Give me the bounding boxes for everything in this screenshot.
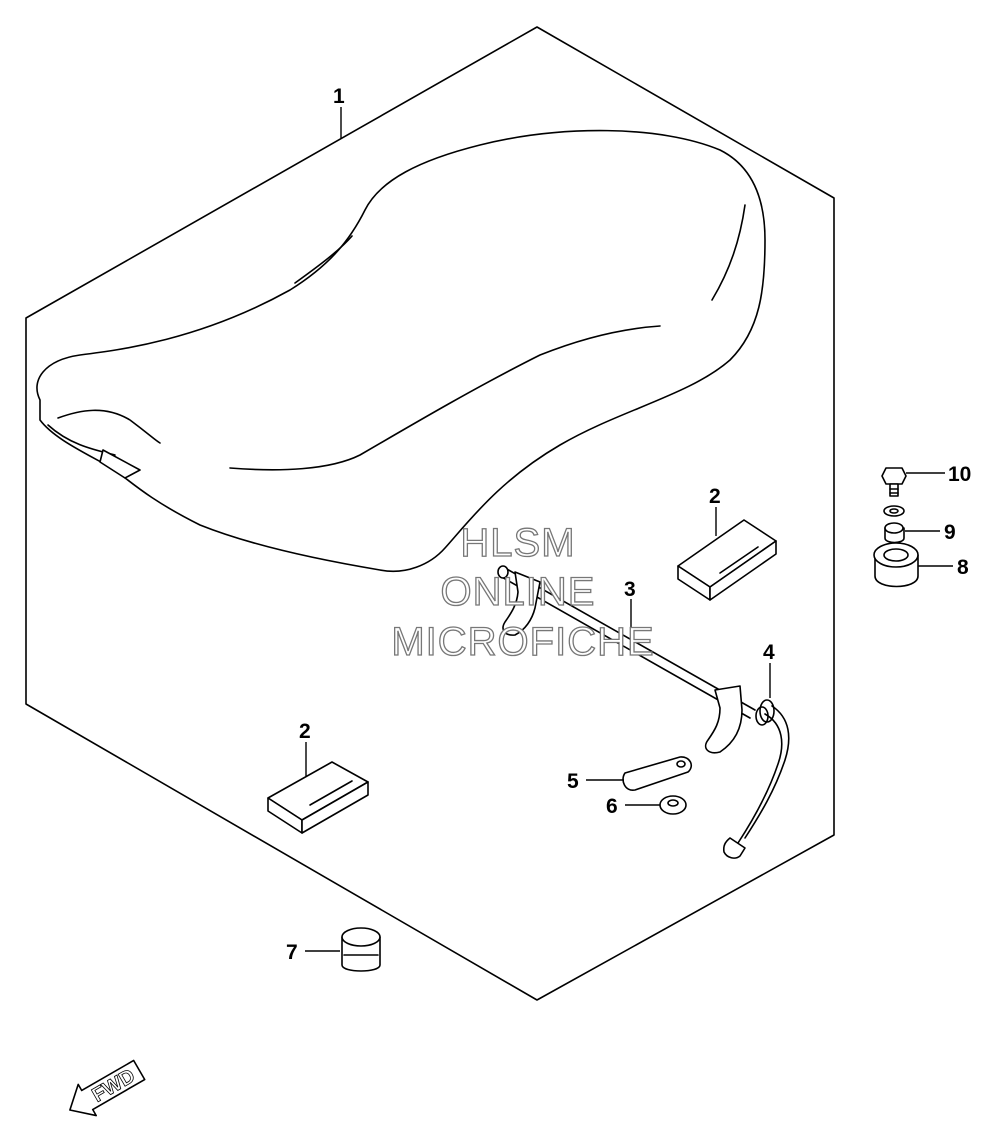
callout-1[interactable]: 1: [333, 85, 345, 108]
callout-4[interactable]: 4: [763, 641, 775, 664]
washer-part[interactable]: [883, 505, 905, 517]
assembly-outline: [25, 26, 835, 1001]
forward-arrow-icon: FWD: [69, 1059, 146, 1117]
nut-part[interactable]: [659, 795, 687, 815]
callout-3[interactable]: 3: [624, 578, 636, 601]
seat-lock-cable-part[interactable]: [722, 699, 790, 859]
watermark-line-1: HLSM: [460, 521, 575, 565]
seat-pad-lower-part[interactable]: [267, 761, 369, 834]
watermark-line-3: MICROFICHE: [391, 620, 654, 664]
seat-part[interactable]: [36, 129, 766, 572]
watermark: HLSM ONLINE MICROFICHE: [391, 520, 655, 664]
callout-7[interactable]: 7: [286, 941, 298, 964]
callout-2-lower[interactable]: 2: [299, 720, 311, 743]
callout-9[interactable]: 9: [944, 521, 956, 544]
plate-part[interactable]: [622, 756, 692, 791]
callout-5[interactable]: 5: [567, 770, 579, 793]
cushion-part[interactable]: [341, 927, 381, 972]
bolt-part[interactable]: [881, 467, 907, 497]
callout-8[interactable]: 8: [957, 556, 969, 579]
seat-pad-upper-part[interactable]: [677, 519, 777, 601]
collar-part[interactable]: [884, 522, 905, 544]
damper-part[interactable]: [873, 542, 919, 588]
callout-2-upper[interactable]: 2: [709, 485, 721, 508]
callout-10[interactable]: 10: [948, 463, 971, 486]
callout-6[interactable]: 6: [606, 795, 618, 818]
watermark-line-2: ONLINE: [441, 570, 596, 614]
seat-lock-rod-part[interactable]: [497, 565, 756, 754]
